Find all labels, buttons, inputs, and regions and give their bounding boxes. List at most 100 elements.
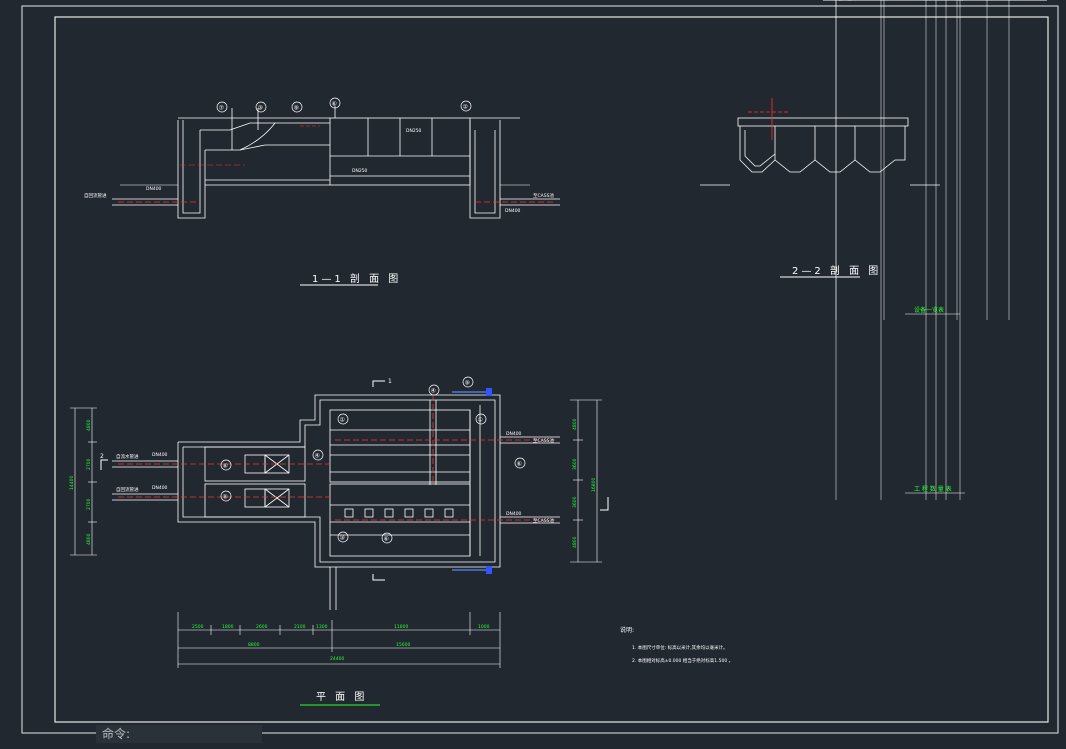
undefined-header-cell: 数量: [948, 0, 957, 2]
undefined-header-cell: 规格 型号: [886, 0, 906, 2]
undefined-cell: 粗格栅: [838, 0, 852, 2]
undefined-cell: 1: [948, 0, 951, 2]
undefined-cell: 出水闸门: [838, 0, 856, 2]
undefined-cell: 2: [989, 0, 992, 2]
undefined-cell: 1: [989, 0, 992, 2]
undefined-cell: 3: [825, 0, 828, 2]
undefined-cell: 套: [959, 0, 964, 2]
svg-text:②: ②: [463, 104, 469, 111]
undefined-cell: 6: [825, 0, 828, 2]
svg-text:2700: 2700: [86, 458, 92, 470]
svg-text:11800: 11800: [394, 624, 408, 630]
svg-text:2500: 2500: [192, 624, 204, 630]
section-2-2-title: 2—2 剖 面 图: [792, 264, 881, 277]
undefined-cell: 螺旋输送机: [838, 0, 861, 2]
undefined-cell: 5: [825, 0, 828, 2]
dim-right-total: 16800: [591, 478, 597, 492]
works-quantity-table: 序名 称规格 型号材料单位数量备 注1进水闸门1000×1000台22电动启闭机…: [823, 0, 1043, 500]
undefined-cell: 1: [948, 0, 951, 2]
svg-text:4800: 4800: [572, 536, 578, 548]
undefined-cell: 电动启闭机: [838, 0, 861, 2]
svg-text:4800: 4800: [86, 533, 92, 545]
svg-text:4800: 4800: [86, 419, 92, 431]
svg-text:3600: 3600: [572, 496, 578, 508]
dimension-right: [570, 399, 602, 563]
svg-text:①: ①: [478, 417, 483, 424]
svg-text:⑥: ⑥: [332, 101, 337, 108]
undefined-cell: 8: [825, 0, 828, 2]
undefined-cell: 20: [948, 0, 954, 2]
undefined-cell: 罗茨鼓风机: [838, 0, 861, 2]
plan-pipes: [112, 388, 560, 610]
plan-callout-text: ① ⑧ ⑧ ④ ③ ⑥ ① ⑥ ④ ⑨: [223, 380, 522, 543]
note-line: 2. 本图相对标高±0.000 相当于绝对标高1.500 。: [632, 657, 733, 664]
svg-text:⑨: ⑨: [294, 105, 299, 112]
undefined-cell: B=800: [886, 0, 902, 2]
undefined-cell: 2: [948, 0, 951, 2]
undefined-cell: 钢制爬梯: [838, 0, 856, 2]
undefined-cell: 3: [825, 0, 828, 2]
plan-view: [177, 394, 501, 568]
undefined-cell: 5: [825, 0, 828, 2]
dimension-bottom: [177, 612, 501, 668]
undefined-cell: 10: [825, 0, 831, 2]
undefined-cell: 个: [938, 0, 943, 2]
note-line: 1. 本图尺寸单位: 标高以米计,其余均以毫米计。: [632, 644, 728, 651]
undefined-cell: 个: [938, 0, 943, 2]
svg-text:8800: 8800: [248, 642, 260, 648]
undefined-cell: 2: [989, 0, 992, 2]
section-1-1-title: 1—1 剖 面 图: [312, 272, 401, 285]
plan-labels: 自流水管进 DN400 自回流管进 DN400 DN400 至CASS池 DN4…: [116, 431, 554, 524]
undefined-cell: 钢: [928, 0, 933, 2]
svg-text:⑦: ⑦: [219, 105, 225, 112]
undefined-cell: DN150: [883, 0, 899, 2]
svg-text:2100: 2100: [294, 624, 306, 630]
undefined-cell: 个: [938, 0, 943, 2]
plan-callouts: [220, 376, 526, 544]
undefined-header-cell: 序: [825, 0, 830, 2]
undefined-cell: 1200×1000: [883, 0, 910, 2]
svg-text:⑨: ⑨: [465, 380, 470, 387]
undefined-cell: 9: [825, 0, 828, 2]
pipe-label: DN250: [406, 128, 422, 134]
undefined-cell: 钢制柔性卡箍: [838, 0, 865, 2]
undefined-cell: 2: [948, 0, 951, 2]
undefined-cell: 12: [948, 0, 954, 2]
undefined-cell: 砂水分离器: [838, 0, 861, 2]
equipment-table-title: 设备一览表: [914, 306, 944, 314]
svg-text:④: ④: [315, 453, 320, 460]
svg-text:DN400: DN400: [506, 511, 522, 517]
undefined-cell: 个: [938, 0, 943, 2]
section-mark-label: 1: [388, 378, 392, 385]
undefined-cell: 4: [825, 0, 828, 2]
undefined-cell: 个: [938, 0, 943, 2]
section-mark-label: 2: [100, 453, 104, 460]
dim-left-total: 14400: [69, 476, 75, 490]
pipe-label: DN250: [352, 168, 368, 174]
plan-title: 平 面 图: [316, 691, 367, 703]
undefined-cell: 台: [959, 0, 964, 2]
undefined-cell: m: [938, 0, 942, 2]
svg-text:DN400: DN400: [152, 485, 168, 491]
drawing-frame: [21, 5, 1059, 734]
section-2-2-view: [700, 98, 940, 186]
dimension-left: [70, 407, 97, 556]
undefined-cell: 排泥阀: [838, 0, 852, 2]
undefined-cell: 2: [948, 0, 951, 2]
undefined-cell: DN300: [883, 0, 899, 2]
undefined-cell: 进水闸门: [838, 0, 856, 2]
undefined-cell: 2: [948, 0, 951, 2]
pipe-label: 至CASS池: [533, 192, 554, 199]
svg-text:1800: 1800: [222, 624, 234, 630]
undefined-cell: 穿墙套管: [838, 0, 856, 2]
undefined-cell: 电动启闭机: [838, 0, 861, 2]
undefined-cell: 2: [825, 0, 828, 2]
section-1-1-view: [177, 106, 520, 219]
section-1-1-labels: 自回流管进 DN400 至CASS池 DN400 DN250 DN250: [84, 128, 554, 214]
pipe-label: DN400: [505, 208, 521, 214]
undefined-cell: DN50: [883, 0, 896, 2]
command-line[interactable]: 命令:: [96, 725, 262, 743]
svg-text:⑥: ⑥: [517, 461, 522, 468]
undefined-cell: 2: [989, 0, 992, 2]
